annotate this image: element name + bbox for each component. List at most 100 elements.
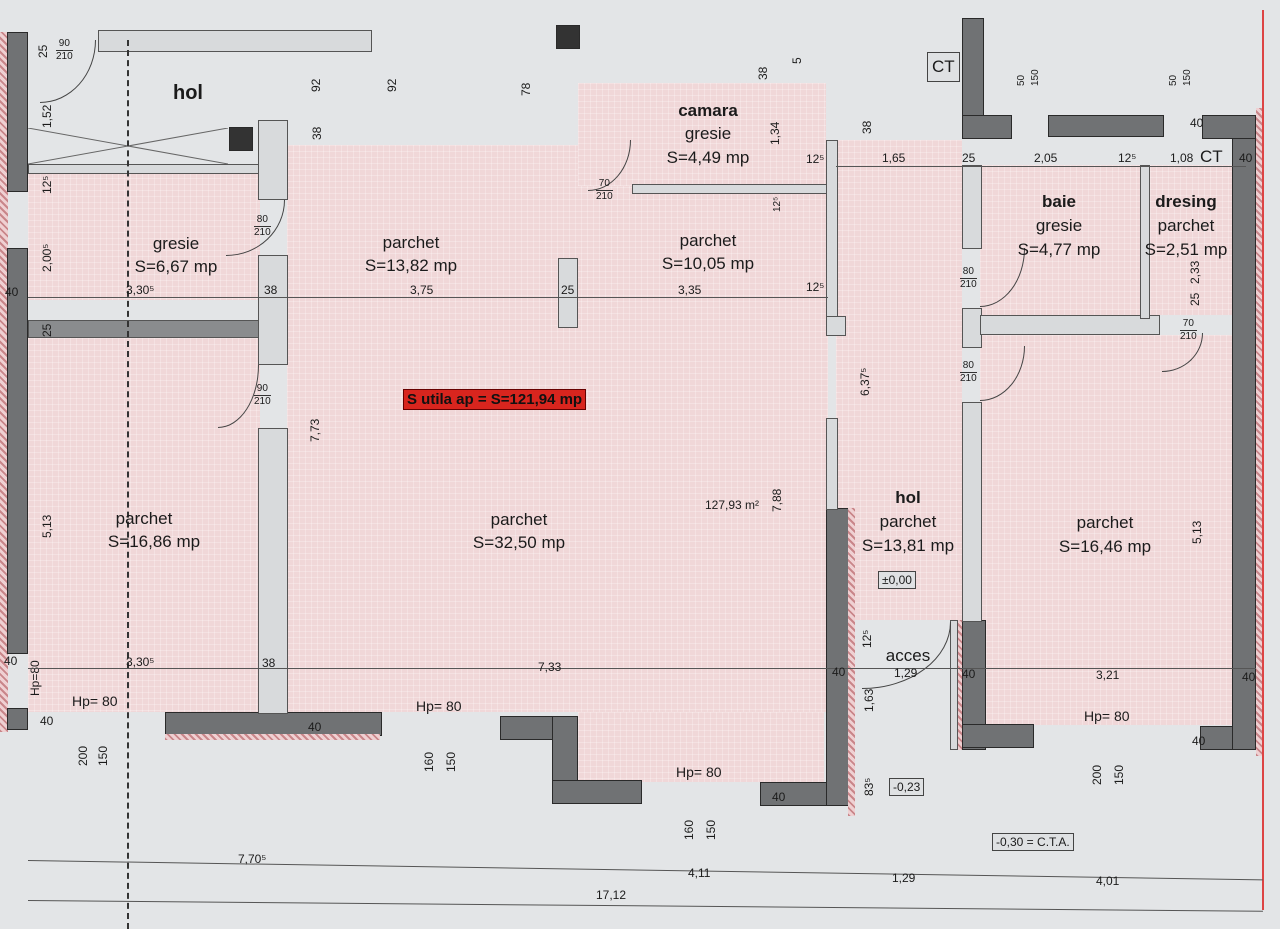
room-area-hol-right: S=13,81 mp <box>861 536 955 555</box>
dim-h: 7,70⁵ <box>238 852 267 866</box>
door-height: 210 <box>254 396 271 407</box>
dim-line-bottom-2 <box>27 900 1263 912</box>
dim-h: 3,30⁵ <box>126 283 155 297</box>
insulation-bottom-left <box>165 734 380 740</box>
dim-v: 78 <box>519 82 533 96</box>
door-width: 80 <box>960 266 977 279</box>
door-height: 210 <box>960 279 977 290</box>
shaft-2 <box>556 25 580 49</box>
dim-v: 38 <box>756 66 770 80</box>
room-center <box>287 145 828 712</box>
dim-v: 1,52 <box>40 104 54 128</box>
room-area-dresing: S=2,51 mp <box>1144 240 1228 259</box>
dim-v-camara-bottom: 12⁵ <box>772 196 783 212</box>
room-area-center-top-right: S=10,05 mp <box>661 254 755 273</box>
wall-bottom-left <box>165 712 382 736</box>
door-height: 210 <box>960 373 977 384</box>
insulation-right-room <box>955 620 962 750</box>
window-left-size-2: 150 <box>96 745 110 766</box>
window-center-size-2: 150 <box>444 751 458 772</box>
room-floor-baie: gresie <box>1035 216 1083 235</box>
room-name-hol-top: hol <box>173 82 203 104</box>
dim-v: 38 <box>860 120 874 134</box>
window-bay-size: 160 <box>682 819 696 840</box>
dim-v: 12⁵ <box>40 175 54 194</box>
wall-left-lower <box>7 248 28 654</box>
dim-v: 12⁵ <box>860 629 874 648</box>
window-top2-size-2: 150 <box>1182 69 1193 86</box>
door-height: 210 <box>1180 331 1197 342</box>
dim-h: 1,08 <box>1170 151 1194 165</box>
room-area-left-bottom: S=16,86 mp <box>107 532 201 551</box>
dim-v: 25 <box>36 44 50 58</box>
wall-left-base <box>7 708 28 730</box>
dim-v: 6,37⁵ <box>858 367 872 396</box>
wall-left <box>7 32 28 192</box>
wall-acces-right <box>950 620 958 750</box>
room-name-dresing: dresing <box>1155 192 1217 211</box>
window-hp-center: Hp= 80 <box>416 698 462 714</box>
room-floor-camara: gresie <box>684 124 732 143</box>
room-area-camara: S=4,49 mp <box>666 148 750 167</box>
dim-h: 17,12 <box>596 888 627 902</box>
room-area-center-main: S=32,50 mp <box>472 533 566 552</box>
dim-h: 25 <box>962 151 976 165</box>
wall-partition-1 <box>258 120 288 200</box>
room-area-left-top: S=6,67 mp <box>134 257 218 276</box>
wall-corridor <box>98 30 372 52</box>
wall-right-room-left-light <box>962 402 982 622</box>
dim-h: 3,35 <box>678 283 702 297</box>
wall-ct-horizontal <box>962 115 1012 139</box>
dim-line-upper <box>28 297 828 298</box>
room-area-center-top-left: S=13,82 mp <box>364 256 458 275</box>
property-line-red <box>1262 10 1264 910</box>
room-floor-hol-right: parchet <box>879 512 937 531</box>
total-area-label: 127,93 m² <box>705 498 760 512</box>
window-hp-right: Hp= 80 <box>1084 708 1130 724</box>
room-name-baie: baie <box>1041 192 1077 211</box>
dim-h: 25 <box>561 283 575 297</box>
wall-partition-3 <box>258 428 288 714</box>
dim-h: 1,29 <box>894 666 918 680</box>
dim-h: 40 <box>4 654 18 668</box>
insulation-left <box>0 32 8 732</box>
dim-v: 83⁵ <box>862 777 876 796</box>
wall-right <box>1232 115 1256 750</box>
ct-label-top: CT <box>927 52 960 82</box>
dim-h: 40 <box>40 714 54 728</box>
door-height: 210 <box>254 227 271 238</box>
window-top1-size: 50 <box>1016 74 1027 86</box>
room-floor-center-top-right: parchet <box>679 231 737 250</box>
dim-h: 40 <box>1242 670 1256 684</box>
dim-h: 2,05 <box>1034 151 1058 165</box>
dim-line-lower <box>28 668 1256 669</box>
wall-camara-bottom <box>632 184 828 194</box>
ct-label-dresing: CT <box>1200 147 1223 166</box>
window-bay-size-2: 150 <box>704 819 718 840</box>
window-hp-bay: Hp= 80 <box>676 764 722 780</box>
dim-v: 2,33 <box>1188 260 1202 284</box>
dim-h: 12⁵ <box>806 280 825 294</box>
room-floor-dresing: parchet <box>1157 216 1215 235</box>
door-width: 70 <box>596 178 613 191</box>
dim-h: 40 <box>1239 151 1253 165</box>
dim-h: 1,29 <box>892 871 916 885</box>
dim-h: 12⁵ <box>1118 151 1137 165</box>
dim-h: 40 <box>5 285 19 299</box>
dim-v: 25 <box>1188 292 1202 306</box>
door-width: 70 <box>1180 318 1197 331</box>
dim-h: 40 <box>772 790 786 804</box>
dim-v: 25 <box>40 323 54 337</box>
room-area-baie: S=4,77 mp <box>1017 240 1101 259</box>
room-name-acces: acces <box>885 646 931 665</box>
room-floor-left-bottom: parchet <box>115 509 173 528</box>
level-zero: ±0,00 <box>878 571 916 589</box>
dim-h: 40 <box>832 665 846 679</box>
dim-v: 2,00⁵ <box>40 243 54 272</box>
dim-v: 1,34 <box>768 121 782 145</box>
room-area-right: S=16,46 mp <box>1058 537 1152 556</box>
room-right <box>980 335 1232 725</box>
